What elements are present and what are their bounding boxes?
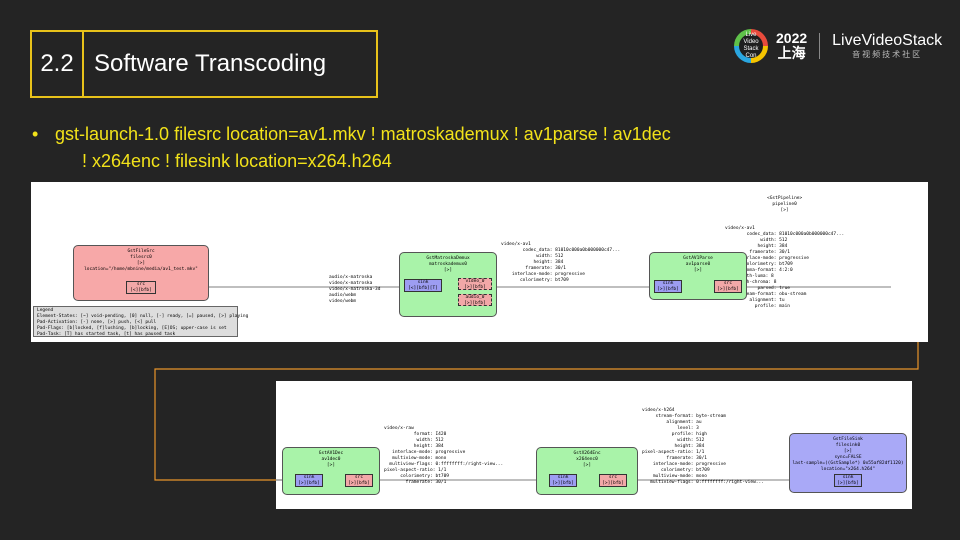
command-line-1: gst-launch-1.0 filesrc location=av1.mkv … [55, 124, 671, 144]
filesink-label: GstFileSink filesink0 [>] sync=FALSE las… [792, 437, 904, 472]
av1dec-src-pad: src [>][bfb] [345, 474, 373, 487]
x264enc-sink-pad: sink [>][bfb] [549, 474, 577, 487]
filesink-element: GstFileSink filesink0 [>] sync=FALSE las… [789, 433, 907, 493]
av1-caps-detail: video/x-av1 codec_data: 81010c000a0b0000… [725, 226, 845, 309]
section-title-box: 2.2 Software Transcoding [30, 30, 378, 98]
command-line-2: ! x264enc ! filesink location=x264.h264 [82, 151, 392, 171]
x264enc-label: GstX264Enc x264enc0 [>] [573, 451, 601, 468]
badge-text: Live Video Stack Con [739, 32, 763, 59]
pipeline-graph-top: <GstPipeline> pipeline0 [>] video/x-av1 … [31, 182, 928, 342]
av1parse-element: GstAV1Parse av1parse0 [>] sink [>][bfb] … [649, 252, 747, 300]
pipeline-top-links [183, 286, 891, 288]
demux-audio-pad: audio_0 [>][bfb] [458, 294, 492, 306]
pipeline-bottom-links [276, 479, 816, 481]
brand-block: LiveVideoStack 音视频技术社区 [832, 32, 942, 60]
pipeline-bin-caps: <GstPipeline> pipeline0 [>] video/x-av1 … [725, 184, 844, 322]
av1parse-sink-pad: sink [>][bfb] [654, 280, 682, 293]
av1dec-sink-pad: sink [>][bfb] [295, 474, 323, 487]
event-year: 2022 [776, 30, 808, 46]
event-year-city: 2022 上海 [776, 31, 807, 61]
page-title: Software Transcoding [94, 50, 327, 77]
logo-divider [819, 33, 821, 59]
filesrc-label: GstFileSrc filesrc0 [>] location="/home/… [84, 249, 198, 272]
demux-sink-pad: sink [<][bfb][T] [404, 279, 442, 292]
av1dec-element: GstAV1Dec av1dec0 [>] sink [>][bfb] src … [282, 447, 380, 495]
av1dec-label: GstAV1Dec av1dec0 [>] [318, 451, 344, 468]
filesink-sink-pad: sink [>][bfb] [834, 474, 862, 487]
x264enc-element: GstX264Enc x264enc0 [>] sink [>][bfb] sr… [536, 447, 638, 495]
av1parse-src-pad: src [>][bfb] [714, 280, 742, 293]
demux-sink-caps: audio/x-matroska video/x-matroska video/… [329, 275, 381, 304]
demux-video-pad: video_0 [>][bfb] [458, 278, 492, 290]
pipeline-graph-bottom: video/x-raw format: I420 width: 512 heig… [276, 381, 912, 509]
command-bullet: • gst-launch-1.0 filesrc location=av1.mk… [32, 121, 925, 175]
raw-video-caps: video/x-raw format: I420 width: 512 heig… [384, 426, 504, 485]
bullet-icon: • [32, 124, 39, 144]
event-city: 上海 [777, 45, 806, 61]
event-logo: Live Video Stack Con 2022 上海 LiveVideoSt… [734, 28, 942, 64]
conference-badge-icon: Live Video Stack Con [734, 29, 768, 63]
parse-sink-caps: video/x-av1 codec_data: 81010c000a0b0000… [501, 242, 621, 283]
matroskademux-label: GstMatroskaDemux matroskademux0 [>] [426, 256, 470, 273]
x264enc-src-pad: src [>][bfb] [599, 474, 627, 487]
pipeline-legend: Legend Element-States: [~] void-pending,… [33, 306, 248, 337]
brand-name: LiveVideoStack [832, 32, 943, 49]
section-number: 2.2 [32, 32, 84, 96]
filesrc-element: GstFileSrc filesrc0 [>] location="/home/… [73, 245, 209, 301]
matroskademux-element: GstMatroskaDemux matroskademux0 [>] sink… [399, 252, 497, 317]
av1parse-label: GstAV1Parse av1parse0 [>] [683, 256, 713, 273]
brand-subtitle: 音视频技术社区 [852, 50, 923, 59]
filesrc-src-pad: src [<][bfb] [126, 281, 156, 294]
pipeline-bin-label: <GstPipeline> pipeline0 [>] [766, 196, 803, 213]
h264-caps: video/x-h264 stream-format: byte-stream … [642, 408, 764, 485]
